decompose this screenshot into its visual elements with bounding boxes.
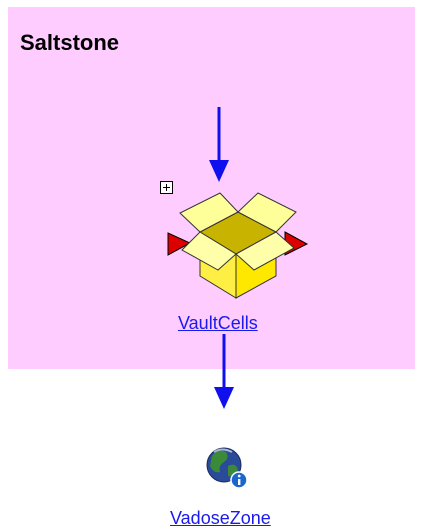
container-title: Saltstone [20,30,120,55]
edge-into-vaultcells [209,107,229,182]
container-saltstone[interactable] [8,7,415,369]
input-port-icon[interactable] [167,232,192,256]
node-label-vadosezone[interactable]: VadoseZone [170,508,271,528]
open-box-icon[interactable] [167,192,309,299]
info-badge-icon [230,471,248,489]
edge-vaultcells-to-vadosezone [214,334,234,409]
node-label-vaultcells[interactable]: VaultCells [178,313,258,333]
expand-toggle-icon[interactable] [160,181,173,194]
globe-info-icon[interactable] [206,447,248,489]
